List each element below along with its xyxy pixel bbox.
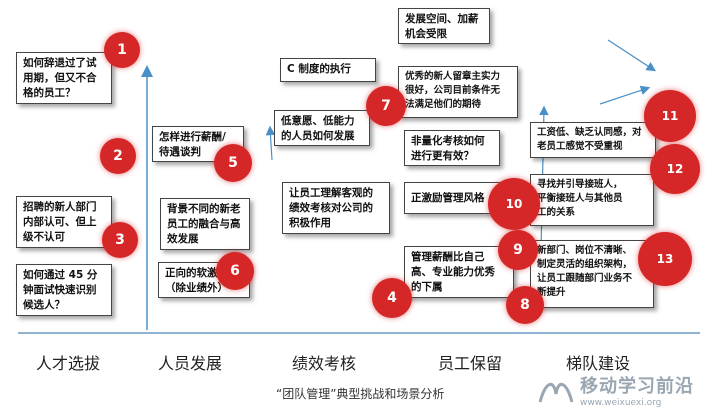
challenge-box-13: 正激励管理风格 xyxy=(404,182,504,214)
challenge-box-17: 新部门、岗位不清晰、 制定灵活的组织架构， 让员工跟随部门业务不 断提升 xyxy=(530,240,654,308)
arrow-diag-2 xyxy=(599,85,651,105)
marker-8: 8 xyxy=(506,286,544,324)
watermark-logo-icon xyxy=(538,383,574,403)
category-label-1: 人才选拔 xyxy=(36,354,101,373)
watermark-title: 移动学习前沿 xyxy=(580,376,694,397)
challenge-box-9: 让员工理解客观的 绩效考核对公司的 积极作用 xyxy=(282,182,390,234)
marker-6: 6 xyxy=(216,252,254,290)
marker-3: 3 xyxy=(102,222,138,258)
challenge-box-1: 如何辞退过了试 用期，但又不合 格的员工？ xyxy=(16,52,112,104)
category-label-5: 梯队建设 xyxy=(566,354,631,373)
category-label-2: 人员发展 xyxy=(158,354,223,373)
marker-9: 9 xyxy=(498,230,538,270)
challenge-box-11: 优秀的新人留章主实力 很好，公司目前条件无 法满足他们的期待 xyxy=(398,66,518,118)
challenge-box-5: 背景不同的新老 员工的融合与高 效发展 xyxy=(160,198,250,250)
challenge-box-2: 招聘的新人部门 内部认可、但上 级不认可 xyxy=(16,196,112,248)
category-label-4: 员工保留 xyxy=(438,354,503,373)
marker-4: 4 xyxy=(372,278,412,318)
marker-12: 12 xyxy=(650,144,700,194)
marker-10: 10 xyxy=(488,178,540,230)
challenge-box-8: 低意愿、低能力 的人员如何发展 xyxy=(274,110,370,146)
challenge-box-10: 发展空间、加薪 机会受限 xyxy=(398,8,490,44)
figure-caption: “团队管理”典型挑战和场景分析 xyxy=(276,387,445,401)
challenge-box-12: 非量化考核如何 进行更有效？ xyxy=(404,130,500,166)
arrow-up-1 xyxy=(265,125,276,161)
watermark: 移动学习前沿 www.weixuexi.org xyxy=(536,370,714,410)
marker-2: 2 xyxy=(100,138,136,174)
marker-1: 1 xyxy=(104,32,140,68)
marker-13: 13 xyxy=(638,232,692,286)
challenge-box-7: C 制度的执行 xyxy=(280,58,376,82)
arrow-diag-1 xyxy=(607,39,657,72)
marker-11: 11 xyxy=(644,90,696,142)
marker-5: 5 xyxy=(214,144,252,182)
category-label-3: 绩效考核 xyxy=(292,354,357,373)
challenge-box-3: 如何通过 45 分 钟面试快速识别 候选人？ xyxy=(16,264,112,316)
watermark-url: www.weixuexi.org xyxy=(580,398,662,408)
challenge-box-14: 管理薪酬比自己 高、专业能力优秀 的下属 xyxy=(404,246,514,298)
challenge-box-16: 寻找并引导接班人， 平衡接班人与其他员 工的关系 xyxy=(530,174,654,226)
marker-7: 7 xyxy=(366,86,406,126)
challenge-box-15: 工资低、缺乏认同感，对 老员工感觉不受重视 xyxy=(530,122,656,158)
